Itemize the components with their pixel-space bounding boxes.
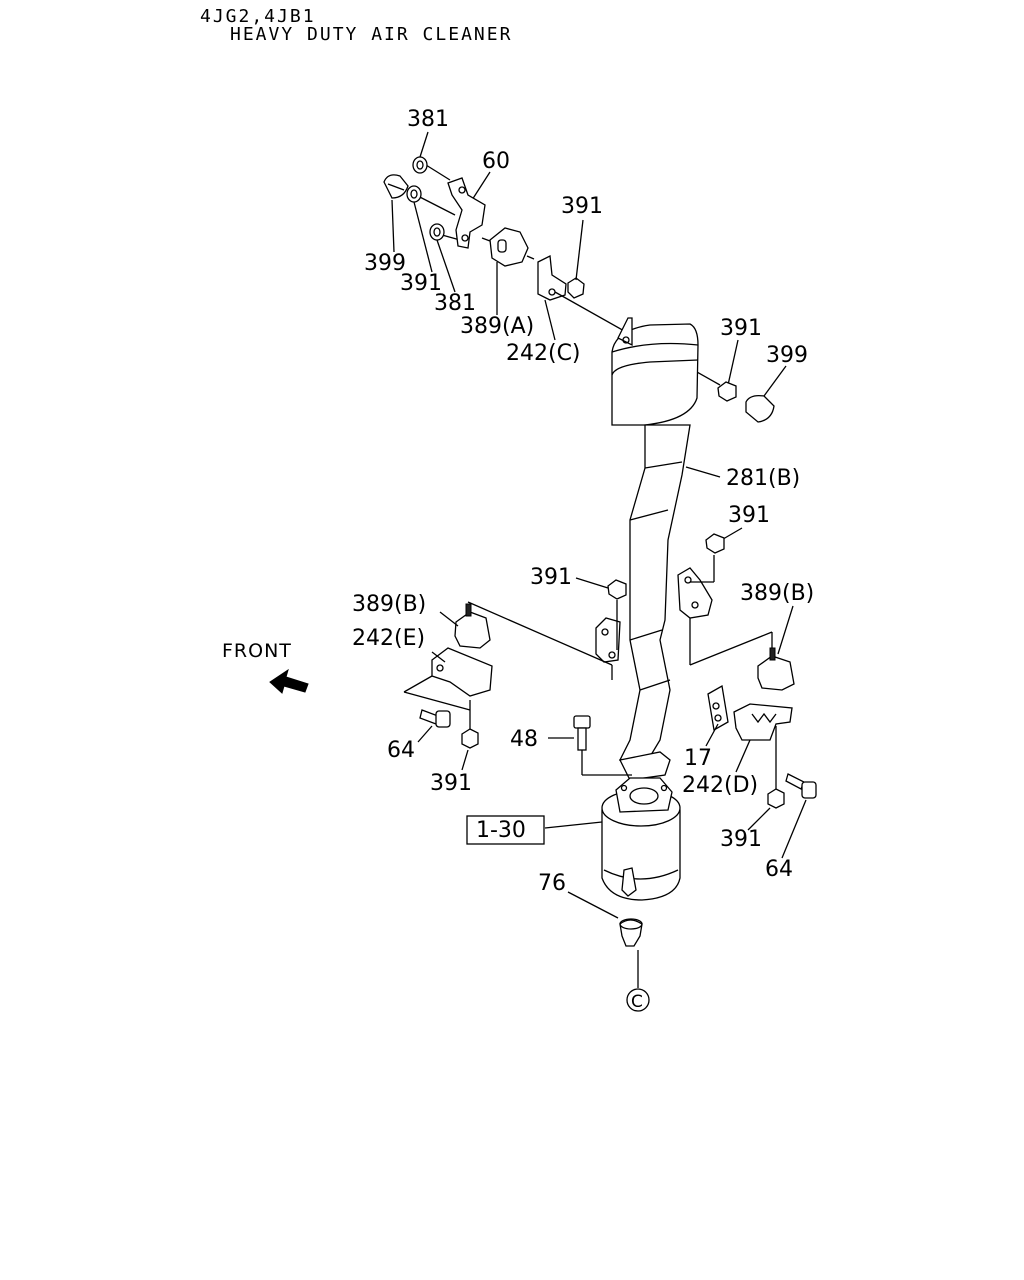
valve-76: [619, 919, 643, 947]
top-bracket-group: [383, 131, 721, 386]
bracket-242D: [733, 703, 793, 741]
callout-381-left: 381: [434, 291, 476, 316]
reference-c-circle: [626, 988, 650, 1012]
nut-391-low-right: [767, 788, 785, 809]
nut-391-left: [406, 185, 422, 203]
valve-76-group: [567, 891, 650, 1012]
cap-399-right: [745, 394, 775, 423]
model-code: 4JG2,4JB1: [200, 6, 316, 27]
nut-381-left: [429, 223, 445, 241]
callout-242E: 242(E): [352, 626, 425, 651]
callout-391-low-right: 391: [720, 827, 762, 852]
mount-389B-left: [454, 611, 491, 649]
bracket-242C: [537, 254, 567, 301]
intake-pipe-281B: [595, 317, 713, 781]
callout-389B-left: 389(B): [352, 592, 426, 617]
callout-389A: 389(A): [460, 314, 534, 339]
callout-391-right: 391: [720, 316, 762, 341]
front-label: FRONT: [222, 640, 292, 662]
right-mount-group: [689, 605, 817, 859]
ref-box-1-30: [466, 815, 545, 845]
callout-391-left: 391: [400, 271, 442, 296]
callout-399-right: 399: [766, 343, 808, 368]
bracket-60: [447, 177, 486, 249]
bolt-64-left: [435, 710, 451, 728]
bracket-242E: [431, 647, 493, 697]
callout-391-mid-left: 391: [530, 565, 572, 590]
callout-391-low-left: 391: [430, 771, 472, 796]
callout-60: 60: [482, 149, 510, 174]
nut-391-low-left: [461, 728, 479, 749]
callout-64-left: 64: [387, 738, 415, 763]
callout-242C: 242(C): [506, 341, 581, 366]
callout-c: C: [631, 992, 643, 1012]
nut-391-top: [567, 277, 585, 299]
callout-1-30: 1-30: [476, 818, 526, 843]
nut-391-mid-right: [705, 533, 725, 554]
callout-48: 48: [510, 727, 538, 752]
diagram-title: HEAVY DUTY AIR CLEANER: [230, 24, 513, 45]
callout-242D: 242(D): [682, 773, 758, 798]
callout-389B-right: 389(B): [740, 581, 814, 606]
callout-391-top: 391: [561, 194, 603, 219]
nut-391-mid-left: [607, 579, 627, 600]
callout-281B: 281(B): [726, 466, 800, 491]
nut-391-right: [717, 381, 737, 402]
mount-389A: [489, 227, 529, 267]
mount-389B-right: [757, 655, 795, 691]
callout-64-right: 64: [765, 857, 793, 882]
callout-399-left: 399: [364, 251, 406, 276]
air-cleaner-1-30: [544, 777, 681, 901]
front-arrow-icon: [269, 668, 309, 694]
bolt-64-right: [801, 781, 817, 799]
callout-76: 76: [538, 871, 566, 896]
left-mount-group: [403, 601, 613, 771]
callout-391-mid-right: 391: [728, 503, 770, 528]
callout-17: 17: [684, 746, 712, 771]
bolt-48-group: [548, 715, 632, 776]
bolt-48: [573, 715, 591, 729]
nut-381-top: [412, 156, 428, 174]
callout-381-top: 381: [407, 107, 449, 132]
